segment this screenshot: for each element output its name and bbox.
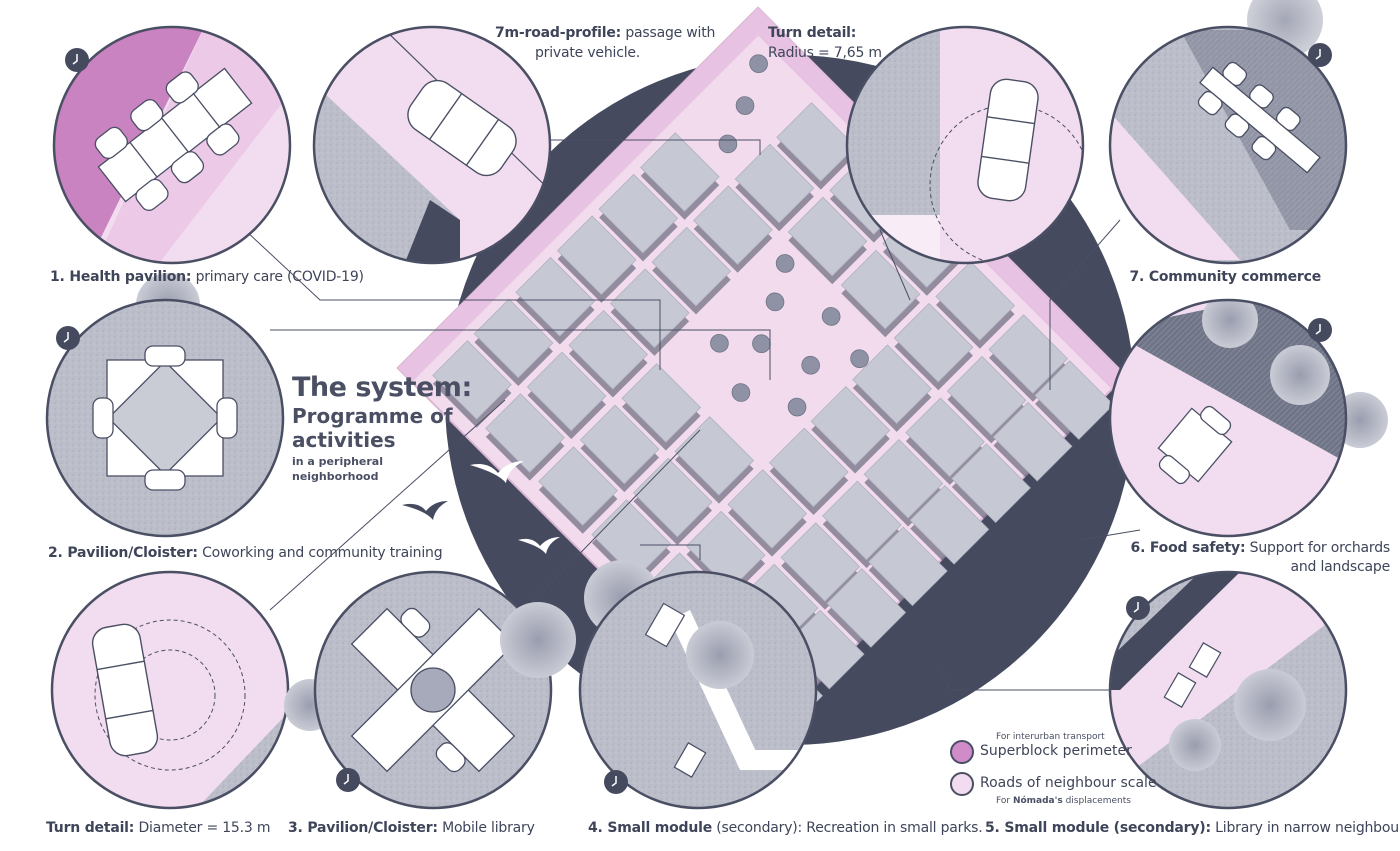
caption-road-profile: 7m-road-profile: passage with bbox=[495, 25, 716, 41]
detail-turn-radius bbox=[845, 25, 1085, 265]
caption-food-safety: 6. Food safety: Support for orchards bbox=[1130, 540, 1391, 556]
detail-food-safety bbox=[1108, 298, 1388, 538]
detail-health-pavilion bbox=[52, 25, 292, 265]
city-block bbox=[787, 196, 868, 285]
detail-small-module-library bbox=[1108, 570, 1348, 810]
city-block bbox=[651, 226, 732, 315]
legend-swatch-neighbour bbox=[950, 772, 974, 796]
city-block bbox=[992, 401, 1073, 490]
city-block bbox=[473, 298, 554, 387]
detail-pavilion-library bbox=[284, 570, 553, 810]
caption-turn-radius-title: Turn detail: bbox=[768, 25, 857, 41]
tree-icon bbox=[749, 54, 768, 74]
city-block bbox=[432, 340, 512, 428]
tree-icon bbox=[752, 334, 771, 354]
title-sub: Programme of activities bbox=[292, 404, 453, 452]
city-block bbox=[776, 102, 856, 190]
legend-swatch-perimeter bbox=[950, 740, 974, 764]
city-block bbox=[1034, 360, 1114, 448]
city-block bbox=[852, 344, 932, 432]
legend-label-perimeter: Superblock perimeter bbox=[980, 743, 1132, 759]
tree-icon bbox=[731, 383, 751, 402]
detail-pavilion-coworking bbox=[45, 273, 285, 538]
city-block bbox=[674, 416, 755, 504]
caption-pavilion-coworking: 2. Pavilion/Cloister: Coworking and comm… bbox=[48, 545, 443, 561]
caption-turn-diameter: Turn detail: Diameter = 15.3 m bbox=[46, 820, 271, 836]
bird-icon bbox=[470, 461, 560, 554]
caption-road-profile-line2: private vehicle. bbox=[535, 45, 641, 61]
city-block bbox=[909, 484, 990, 573]
city-block bbox=[734, 143, 815, 232]
caption-turn-radius-value: Radius = 7,65 m bbox=[768, 45, 882, 61]
city-block bbox=[826, 568, 907, 656]
detail-road-profile bbox=[312, 25, 552, 265]
tree-icon bbox=[801, 355, 820, 375]
city-block bbox=[810, 386, 891, 474]
city-block bbox=[621, 363, 702, 451]
detail-small-module-parks bbox=[500, 560, 818, 810]
park-trees bbox=[710, 54, 869, 417]
city-block bbox=[640, 132, 720, 220]
bird-icon bbox=[402, 501, 448, 520]
connector-lines bbox=[244, 139, 1141, 691]
legend-note-perimeter: For interurban transport bbox=[996, 732, 1105, 742]
detail-turn-diameter bbox=[50, 570, 290, 810]
caption-health-pavilion: 1. Health pavilion: primary care (COVID-… bbox=[50, 269, 364, 285]
city-block bbox=[556, 215, 637, 303]
city-block bbox=[893, 302, 974, 391]
diagram-title-block: The system: Programme of activities in a… bbox=[292, 372, 472, 484]
legend-note-neighbour: For Nómada's displacements bbox=[996, 796, 1131, 806]
city-block bbox=[538, 446, 618, 534]
city-block bbox=[526, 351, 607, 440]
tree-icon bbox=[718, 134, 738, 154]
city-block bbox=[598, 173, 679, 262]
caption-pavilion-library: 3. Pavilion/Cloister: Mobile library bbox=[288, 820, 535, 836]
city-block bbox=[515, 257, 595, 345]
caption-small-module-parks: 4. Small module (secondary): Recreation … bbox=[588, 820, 983, 836]
caption-food-safety-line2: and landscape bbox=[1290, 559, 1391, 575]
title-main: The system: bbox=[292, 372, 472, 403]
tree-icon bbox=[787, 397, 807, 417]
caption-small-module-library: 5. Small module (secondary): Library in … bbox=[985, 820, 1400, 836]
city-block bbox=[951, 443, 1031, 531]
tree-icon bbox=[735, 96, 755, 115]
tree-icon bbox=[775, 254, 795, 273]
city-block bbox=[485, 393, 565, 481]
city-block bbox=[693, 185, 773, 273]
detail-community-commerce bbox=[1108, 0, 1348, 265]
tree-icon bbox=[765, 292, 785, 312]
city-block bbox=[868, 526, 948, 615]
title-small: in a peripheral neighborhood bbox=[292, 455, 383, 483]
caption-community-commerce: 7. Community commerce bbox=[1129, 269, 1321, 285]
city-block bbox=[935, 261, 1015, 349]
city-block bbox=[591, 499, 671, 587]
city-block bbox=[685, 510, 766, 599]
legend-label-neighbour: Roads of neighbour scale bbox=[980, 775, 1157, 791]
tree-icon bbox=[850, 349, 869, 369]
city-block bbox=[769, 427, 849, 516]
city-block bbox=[579, 404, 660, 493]
tree-icon bbox=[821, 307, 841, 326]
tree-icon bbox=[710, 333, 729, 353]
city-block bbox=[727, 469, 808, 557]
